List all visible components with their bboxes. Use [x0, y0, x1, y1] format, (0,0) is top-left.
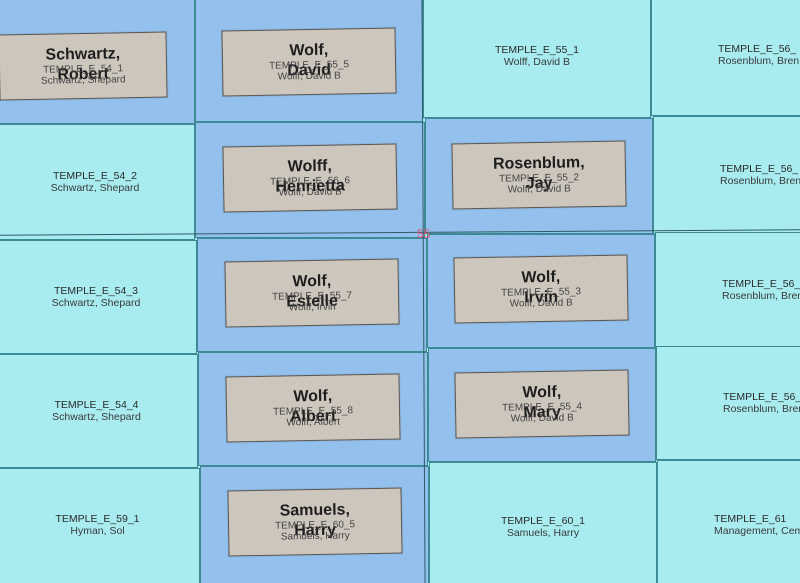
grave-marker[interactable]: Wolf,Mary TEMPLE_E_55_4 Wolff, David B	[454, 369, 630, 439]
lot-label: TEMPLE_E_56_Rosenblum, Bren	[722, 278, 800, 302]
grave-marker[interactable]: Wolff,Henrietta TEMPLE_E_56_6 Wolff, Dav…	[222, 143, 398, 213]
lot-cell[interactable]: Wolf,Albert TEMPLE_E_55_8 Wolff, Albert	[198, 352, 428, 466]
row-label: 55	[417, 227, 431, 241]
grave-marker[interactable]: Schwartz,Robert TEMPLE_E_54_1 Schwartz, …	[0, 31, 168, 101]
lot-occupant: Samuels, Harry	[280, 530, 350, 543]
lot-label: TEMPLE_E_56_Rosenblum, Bren	[723, 391, 800, 415]
lot-cell[interactable]: TEMPLE_E_56_Rosenblum, Bren	[655, 232, 800, 348]
lot-occupant: Wolff, David B	[509, 297, 573, 310]
grave-marker[interactable]: Wolf,Estelle TEMPLE_E_55_7 Wolff, Irvin	[224, 258, 400, 328]
lot-label: TEMPLE_E_56_Rosenblum, Bren	[720, 163, 800, 187]
lot-cell[interactable]: Rosenblum,Jay TEMPLE_E_55_2 Wolff, David…	[425, 118, 653, 234]
grave-marker[interactable]: Samuels,Harry TEMPLE_E_60_5 Samuels, Har…	[227, 487, 403, 557]
lot-cell[interactable]: Wolf,Estelle TEMPLE_E_55_7 Wolff, Irvin	[197, 238, 427, 352]
lot-occupant: Wolff, David B	[510, 412, 574, 425]
lot-occupant: Wolff, David B	[278, 186, 342, 199]
lot-occupant: Wolff, David B	[277, 70, 341, 83]
lot-cell[interactable]: TEMPLE_E_56_Rosenblum, Bren	[651, 0, 800, 116]
lot-occupant: Schwartz, Shepard	[40, 74, 126, 87]
lot-cell[interactable]: Wolf,David TEMPLE_E_55_5 Wolff, David B	[195, 0, 423, 122]
lot-occupant: Wolff, Irvin	[288, 301, 336, 314]
grave-marker[interactable]: Wolf,Irvin TEMPLE_E_55_3 Wolff, David B	[453, 254, 629, 324]
lot-cell[interactable]: TEMPLE_E_56_Rosenblum, Bren	[653, 116, 800, 234]
grave-marker[interactable]: Wolf,Albert TEMPLE_E_55_8 Wolff, Albert	[225, 373, 401, 443]
lot-cell[interactable]: Samuels,Harry TEMPLE_E_60_5 Samuels, Har…	[200, 466, 429, 583]
lot-label: TEMPLE_E_56_Rosenblum, Bren	[718, 43, 800, 67]
grave-marker[interactable]: Rosenblum,Jay TEMPLE_E_55_2 Wolff, David…	[451, 140, 627, 210]
lot-cell[interactable]: Wolff,Henrietta TEMPLE_E_56_6 Wolff, Dav…	[195, 122, 425, 238]
grave-marker[interactable]: Wolf,David TEMPLE_E_55_5 Wolff, David B	[221, 27, 397, 97]
lot-occupant: Wolff, Albert	[286, 416, 341, 429]
lot-cell[interactable]: TEMPLE_E_56_Rosenblum, Bren	[656, 346, 800, 460]
lot-occupant: Wolff, David B	[507, 183, 571, 196]
lot-cell[interactable]: Schwartz,Robert TEMPLE_E_54_1 Schwartz, …	[0, 0, 195, 124]
lot-cell[interactable]: Wolf,Irvin TEMPLE_E_55_3 Wolff, David B	[427, 234, 655, 348]
lot-cell[interactable]: Wolf,Mary TEMPLE_E_55_4 Wolff, David B	[428, 348, 656, 462]
